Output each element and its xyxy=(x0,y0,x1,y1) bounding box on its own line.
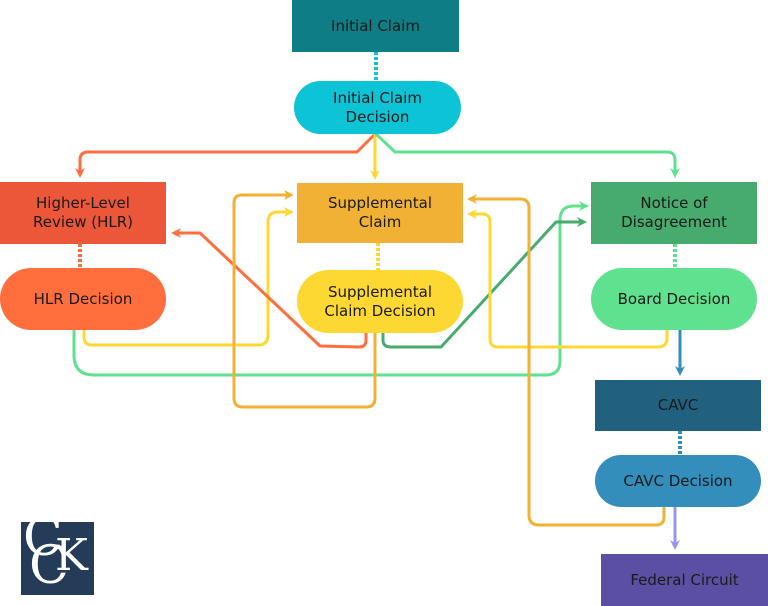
logo-letter-c1: C xyxy=(23,522,63,568)
logo-letter-k: K xyxy=(55,530,88,581)
edge-initial-to-hlr xyxy=(75,132,377,178)
logo-letter-c2: C xyxy=(29,536,69,595)
node-board-decision: Board Decision xyxy=(591,268,757,330)
edge-supplemental-decision-to-nod xyxy=(381,217,587,349)
edge-supplemental-decision-to-supplemental xyxy=(232,190,377,409)
cck-logo: C C K xyxy=(21,522,94,595)
node-initial-claim: Initial Claim xyxy=(292,0,459,52)
node-higher-level-review: Higher-Level Review (HLR) xyxy=(0,182,166,244)
edge-board-to-supplemental xyxy=(467,209,669,349)
edge-initial-to-nod xyxy=(374,132,680,178)
node-supplemental-claim-decision: Supplemental Claim Decision xyxy=(297,270,463,333)
edge-hlr-decision-to-nod xyxy=(72,201,589,377)
node-cavc: CAVC xyxy=(595,380,761,431)
node-hlr-decision: HLR Decision xyxy=(0,268,166,330)
node-initial-claim-decision: Initial Claim Decision xyxy=(294,81,461,134)
node-cavc-decision: CAVC Decision xyxy=(595,455,761,507)
edge-cavc-decision-to-supplemental xyxy=(467,194,666,527)
edge-supplemental-decision-to-hlr xyxy=(171,228,368,349)
edge-hlr-decision-to-supplemental xyxy=(82,207,294,347)
node-supplemental-claim: Supplemental Claim xyxy=(297,183,463,243)
node-notice-of-disagreement: Notice of Disagreement xyxy=(591,182,757,244)
node-federal-circuit: Federal Circuit xyxy=(601,554,768,606)
